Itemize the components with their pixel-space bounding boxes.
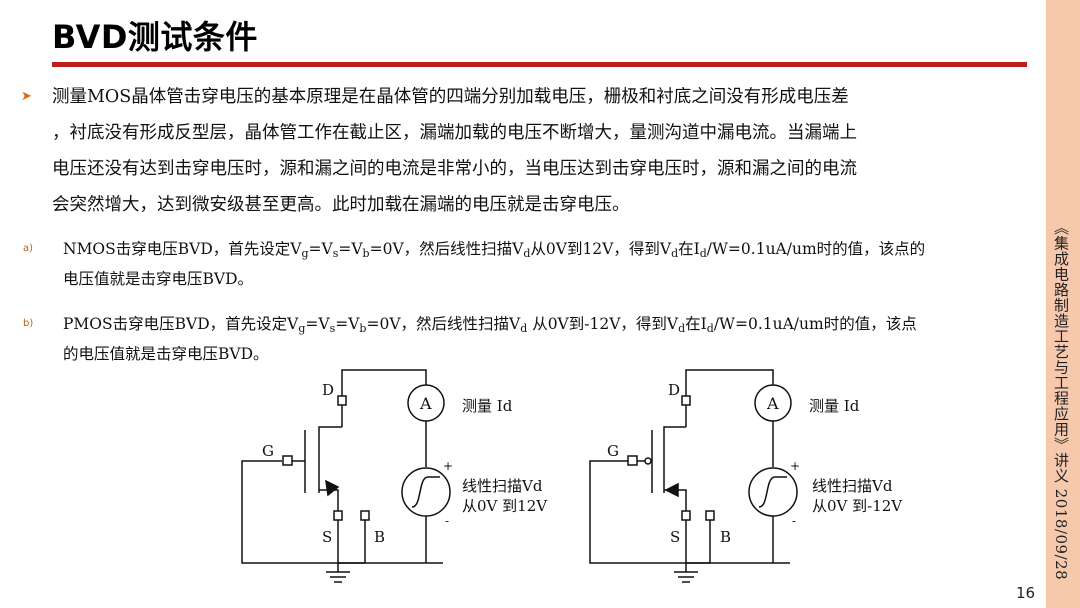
item-a-line-2: 电压值就是击穿电压BVD。: [63, 270, 254, 288]
side-banner: 《集成电路制造工艺与工程应用》讲义 2018/09/28: [1046, 0, 1080, 608]
source-terminal: [333, 510, 343, 521]
drain-wire: [341, 369, 427, 400]
item-a-line-1: NMOS击穿电压BVD，首先设定Vg=Vs=Vb=0V，然后线性扫描Vd从0V到…: [63, 240, 926, 260]
source-arrow-icon: [664, 482, 679, 498]
nmos-gate-label: G: [262, 442, 274, 460]
item-b-line-2: 的电压值就是击穿电压BVD。: [63, 345, 269, 363]
sweep-curve-icon: [758, 476, 787, 508]
item-a-marker: a): [23, 243, 34, 254]
source-line: [319, 489, 339, 511]
item-a-text: NMOS击穿电压BVD，首先设定Vg=Vs=Vb=0V，然后线性扫描Vd从0V到…: [63, 234, 1025, 294]
nmos-sweep-label-2: 从0V 到12V: [462, 497, 548, 515]
pmos-sweep-label-1: 线性扫描Vd: [812, 477, 893, 495]
bulk-terminal: [705, 510, 715, 521]
paragraph-line: 电压还没有达到击穿电压时，源和漏之间的电流是非常小的，当电压达到击穿电压时，源和…: [52, 159, 857, 179]
gate-bubble-icon: [644, 457, 652, 465]
pmos-drain-label: D: [668, 381, 680, 399]
source-arrow-icon: [325, 479, 340, 497]
pmos-measure-label: 测量 Id: [809, 397, 860, 415]
item-b-text: PMOS击穿电压BVD，首先设定Vg=Vs=Vb=0V，然后线性扫描Vd 从0V…: [63, 309, 1025, 369]
page-number: 16: [1016, 584, 1036, 602]
nmos-drain-label: D: [322, 381, 334, 399]
channel-top: [318, 426, 342, 493]
nmos-plus-label: +: [443, 459, 453, 473]
pmos-plus-label: +: [790, 459, 800, 473]
test-circuit-diagram: D G S B A 测量 Id + - 线性扫描Vd 从0V 到12V: [241, 369, 903, 583]
pmos-ammeter-symbol: A: [766, 394, 779, 413]
drain-terminal: [681, 395, 691, 406]
pmos-sweep-label-2: 从0V 到-12V: [812, 497, 903, 515]
voltage-source-icon: [401, 467, 451, 517]
pmos-labels: D G S B A 测量 Id + - 线性扫描Vd 从0V 到-12V: [607, 381, 903, 546]
pmos-gate-label: G: [607, 442, 619, 460]
gate-terminal: [627, 455, 638, 466]
voltage-source-icon: [748, 467, 798, 517]
main-paragraph: 测量MOS晶体管击穿电压的基本原理是在晶体管的四端分别加载电压，栅极和衬底之间没…: [52, 79, 1024, 223]
sweep-curve-icon: [411, 476, 440, 508]
nmos-source-label: S: [322, 528, 332, 546]
pmos-circuit: [589, 369, 798, 583]
source-terminal: [681, 510, 691, 521]
nmos-ammeter-symbol: A: [419, 394, 432, 413]
paragraph-line: 会突然增大，达到微安级甚至更高。此时加载在漏端的电压就是击穿电压。: [52, 195, 630, 215]
slide-title: BVD测试条件: [52, 18, 258, 56]
item-b-marker: b): [23, 318, 34, 329]
side-banner-text: 《集成电路制造工艺与工程应用》讲义 2018/09/28: [1052, 220, 1070, 581]
pmos-bulk-label: B: [720, 528, 731, 546]
item-b-line-1: PMOS击穿电压BVD，首先设定Vg=Vs=Vb=0V，然后线性扫描Vd 从0V…: [63, 315, 917, 335]
drain-wire: [685, 369, 774, 400]
drain-terminal: [337, 395, 347, 406]
gate-terminal: [282, 455, 293, 466]
nmos-bulk-label: B: [374, 528, 385, 546]
nmos-measure-label: 测量 Id: [462, 397, 513, 415]
paragraph-line: ，衬底没有形成反型层，晶体管工作在截止区，漏端加载的电压不断增大，量测沟道中漏电…: [52, 123, 857, 143]
bullet-arrow-icon: ➤: [21, 89, 32, 104]
title-divider: [52, 62, 1027, 67]
nmos-minus-label: -: [445, 514, 449, 528]
nmos-labels: D G S B A 测量 Id + - 线性扫描Vd 从0V 到12V: [262, 381, 548, 546]
pmos-minus-label: -: [792, 514, 796, 528]
paragraph-line: 测量MOS晶体管击穿电压的基本原理是在晶体管的四端分别加载电压，栅极和衬底之间没…: [52, 87, 849, 107]
nmos-sweep-label-1: 线性扫描Vd: [462, 477, 543, 495]
pmos-source-label: S: [670, 528, 680, 546]
channel-top: [663, 426, 686, 493]
bulk-terminal: [360, 510, 370, 521]
nmos-circuit: [241, 369, 451, 583]
